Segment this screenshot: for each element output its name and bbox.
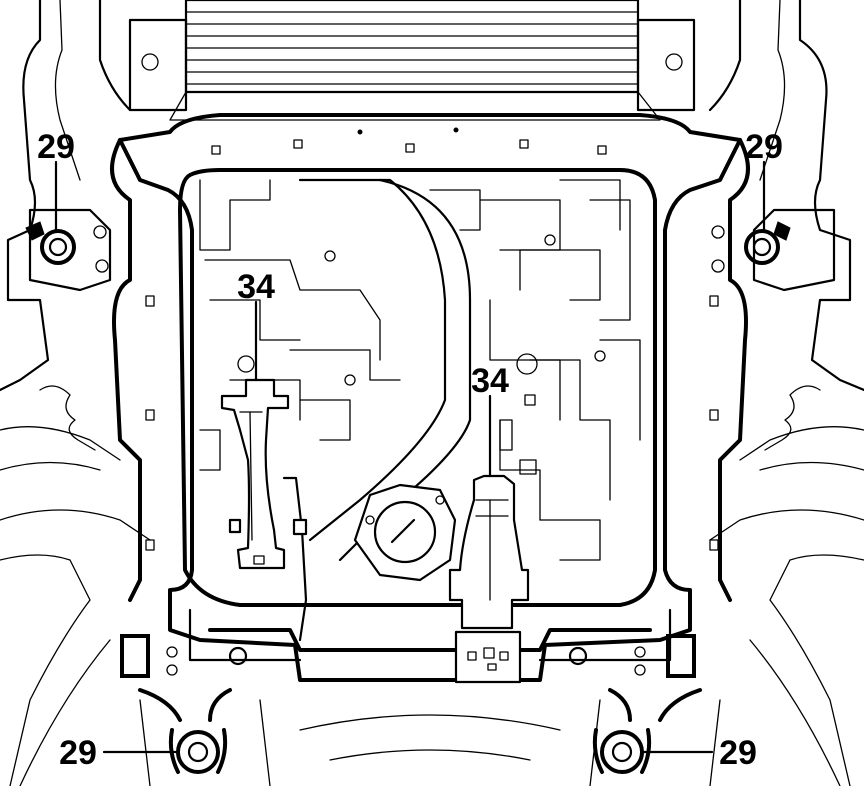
engine-internals — [199, 179, 641, 561]
lower-left-bushing — [168, 728, 228, 774]
left-engine-mount — [220, 378, 308, 642]
callout-29-upper-left: 29 — [37, 128, 75, 166]
callout-29-lower-right: 29 — [719, 734, 757, 772]
callout-34-right-mount: 34 — [471, 362, 509, 400]
steering-box — [353, 483, 457, 582]
radiator — [98, 0, 742, 121]
lower-right-bushing — [592, 728, 652, 774]
exhaust-pipe — [298, 178, 472, 562]
right-engine-mount — [448, 474, 530, 684]
upper-left-bushing — [25, 208, 112, 292]
callout-labels: 29 29 34 34 29 29 — [37, 128, 783, 772]
callout-29-lower-left: 29 — [59, 734, 97, 772]
upper-right-bushing — [711, 208, 836, 292]
subframe — [110, 113, 750, 722]
callout-29-upper-right: 29 — [745, 128, 783, 166]
callout-34-left-mount: 34 — [237, 268, 275, 306]
leader-lines — [54, 160, 766, 754]
